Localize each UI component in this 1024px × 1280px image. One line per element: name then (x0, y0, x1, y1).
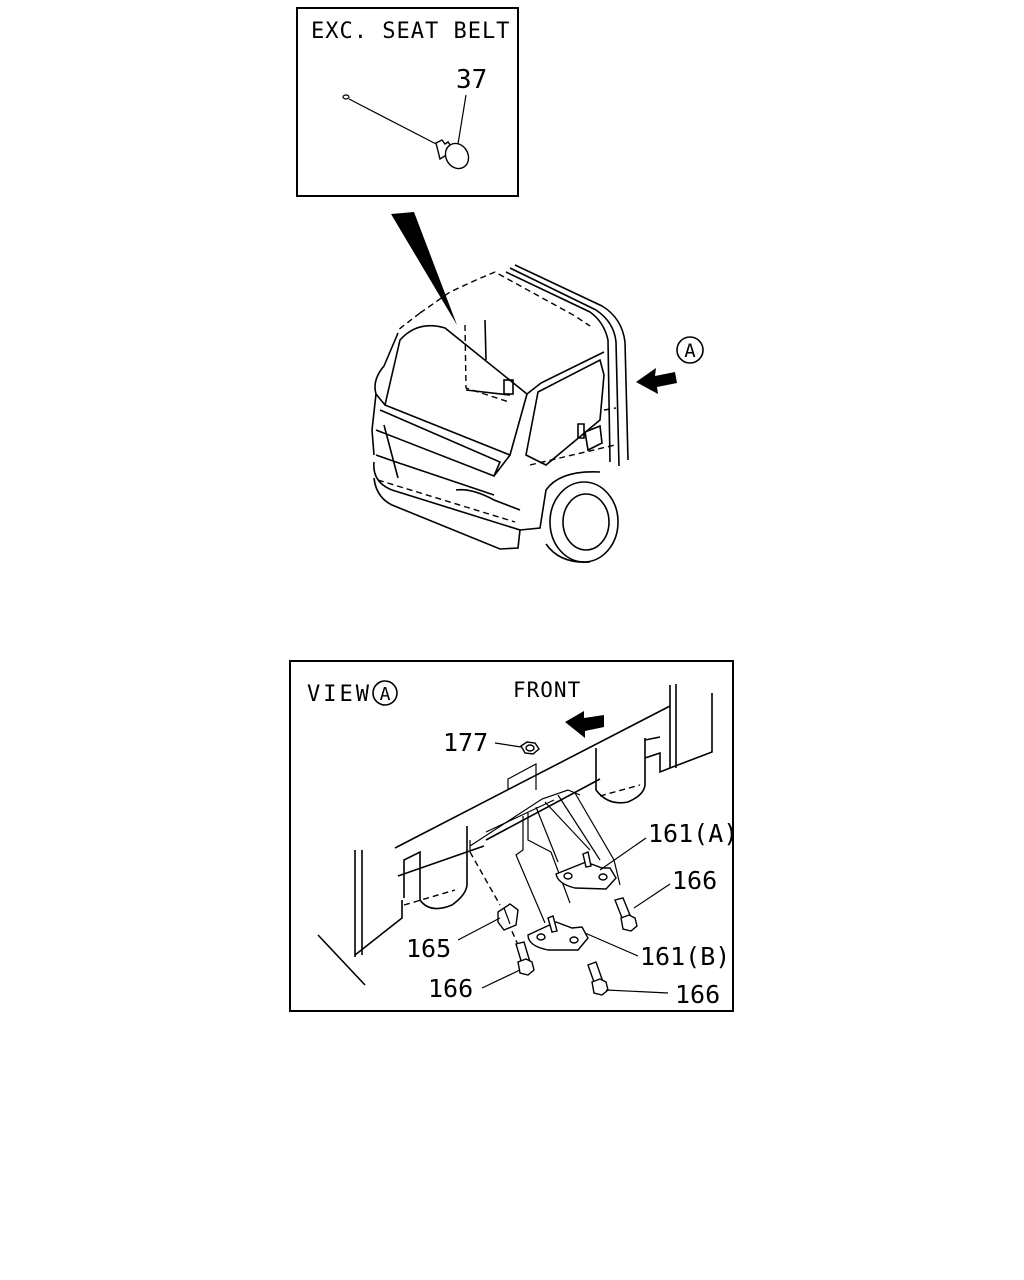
part-label-166-lower-right: 166 (675, 980, 720, 1009)
seat-belt-inset: EXC. SEAT BELT 37 (296, 7, 519, 197)
leader-166-lower-right (605, 989, 669, 994)
leader-166-lower-left (481, 969, 521, 989)
view-a-title: VIEW (307, 682, 372, 707)
nut-part-177 (520, 741, 540, 755)
view-a-inset: VIEW A FRONT (289, 660, 738, 1012)
view-marker-circle (676, 336, 704, 364)
leader-161b (584, 932, 639, 957)
view-a-arrow: A (636, 336, 704, 394)
inset-frame (296, 7, 519, 197)
insertion-line (348, 98, 441, 147)
part-label-37: 37 (456, 65, 487, 95)
leader-177 (494, 742, 522, 748)
clip-part-165 (497, 903, 519, 931)
part-label-165: 165 (406, 934, 451, 963)
part-label-177: 177 (443, 728, 488, 757)
part-label-166-lower-left: 166 (428, 974, 473, 1003)
bracket-161b (527, 915, 589, 951)
truck-cab (371, 264, 629, 563)
leader-161a (599, 837, 647, 871)
clip-part-37 (435, 139, 470, 170)
leader-37 (457, 94, 467, 145)
mounting-hole (342, 94, 350, 100)
view-a-title-letter: A (380, 684, 391, 705)
leader-165 (457, 917, 501, 941)
part-label-161a: 161(A) (648, 819, 738, 848)
part-label-166-upper: 166 (672, 866, 717, 895)
chassis-frame (317, 684, 713, 986)
view-a-title-circle (372, 680, 398, 706)
view-a-frame (289, 660, 734, 1012)
view-marker-letter: A (684, 340, 696, 362)
bolt-166-lower-left (515, 941, 535, 976)
part-label-161b: 161(B) (640, 942, 730, 971)
front-label: FRONT (513, 678, 581, 702)
leader-166-upper (633, 883, 671, 909)
pointer-wedge (391, 212, 457, 325)
front-arrow-icon (565, 711, 604, 738)
inset-title: EXC. SEAT BELT (311, 19, 510, 44)
arrow-icon (636, 368, 677, 394)
bolt-166-upper (614, 897, 638, 932)
